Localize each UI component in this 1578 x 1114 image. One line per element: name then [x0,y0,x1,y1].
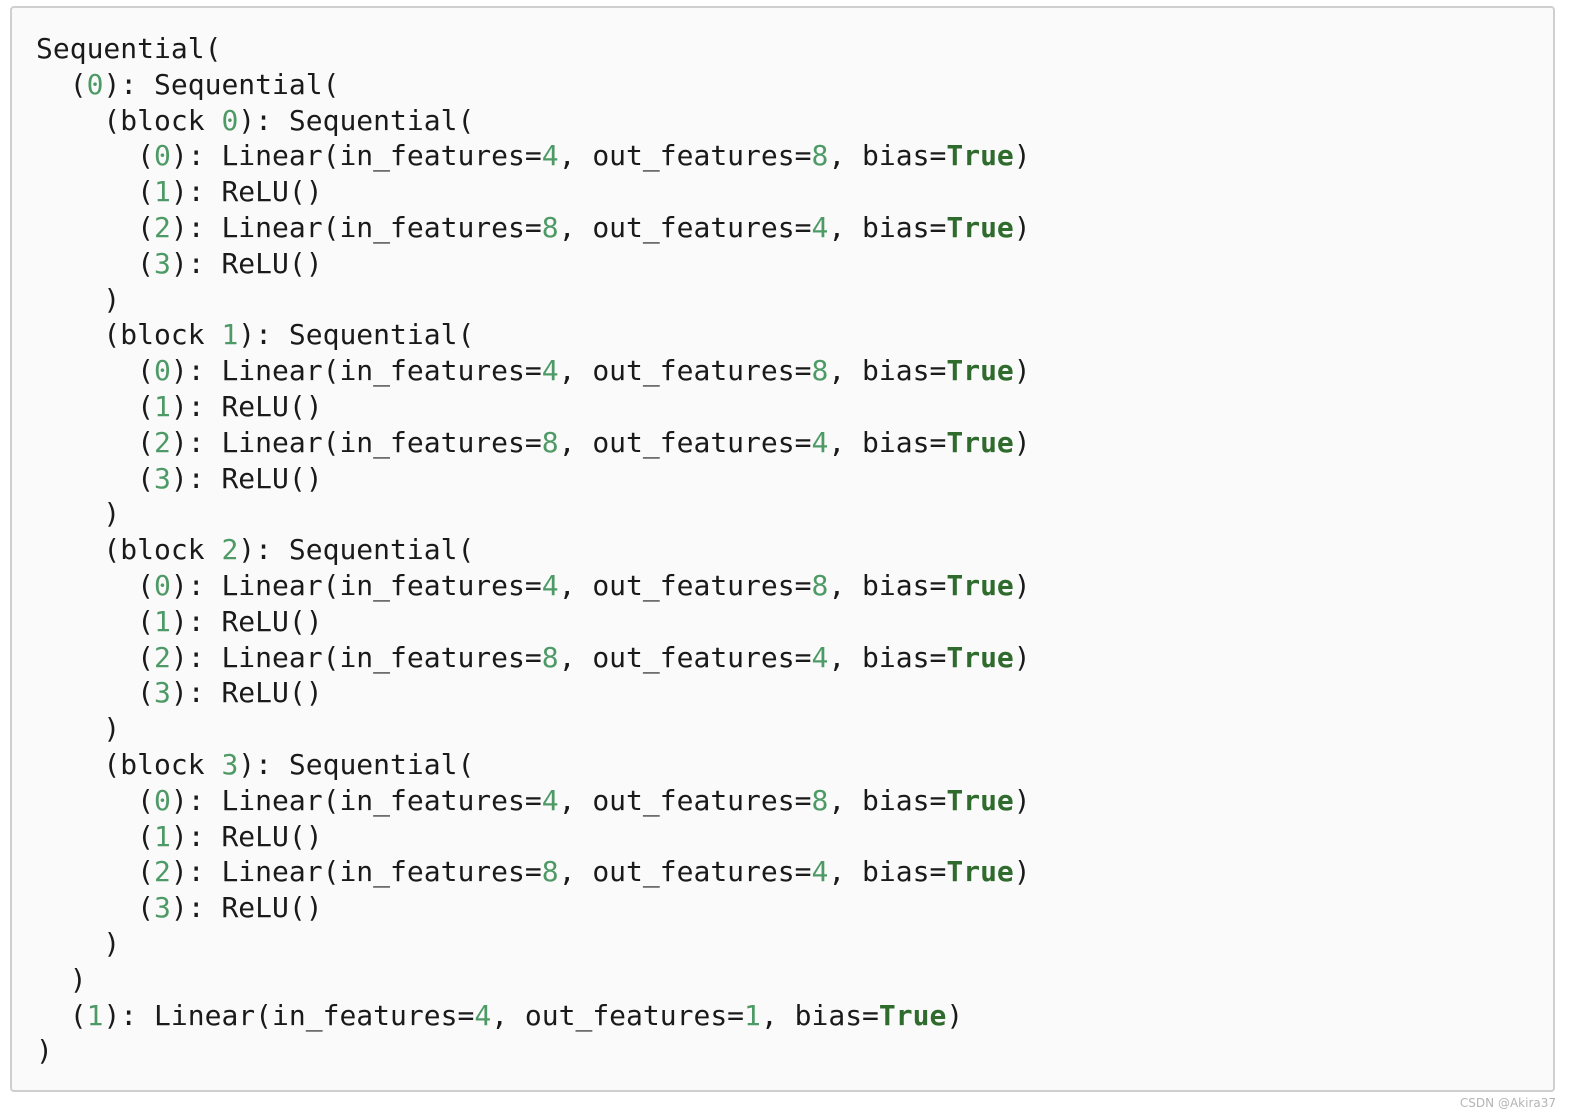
code-line: ) [36,497,121,531]
code-line: (0): Linear(in_features=4, out_features=… [36,568,1031,602]
number-token: 8 [541,425,559,459]
number-token: 4 [541,783,559,817]
code-line: (block 2): Sequential( [36,533,475,567]
number-token: 4 [541,354,559,388]
code-line: (3): ReLU() [36,246,323,280]
number-token: 3 [154,676,171,710]
number-token: 4 [541,568,559,602]
keyword-token: True [946,139,1014,173]
number-token: 0 [154,783,171,817]
code-line: (0): Linear(in_features=4, out_features=… [36,354,1031,388]
keyword-token: True [878,998,947,1032]
code-output-panel: Sequential( (0): Sequential( (block 0): … [10,6,1555,1092]
watermark: CSDN @Akira37 [1459,1096,1556,1110]
number-token: 0 [154,568,171,602]
number-token: 1 [221,318,239,352]
number-token: 1 [154,819,171,853]
code-line: ) [36,282,121,316]
code-line: (1): Linear(in_features=4, out_features=… [36,998,964,1032]
number-token: 8 [811,783,829,817]
number-token: 1 [154,389,171,423]
keyword-token: True [946,783,1014,817]
number-token: 4 [811,855,829,889]
code-line: (1): ReLU() [36,175,323,209]
number-token: 8 [811,354,829,388]
number-token: 2 [154,210,171,244]
code-line: ) [36,926,121,960]
number-token: 8 [811,568,829,602]
code-line: (0): Linear(in_features=4, out_features=… [36,139,1031,173]
code-line: ) [36,1034,53,1068]
code-line: (block 0): Sequential( [36,103,475,137]
number-token: 2 [154,640,171,674]
code-line: (1): ReLU() [36,604,323,638]
number-token: 1 [154,175,171,209]
keyword-token: True [946,354,1014,388]
code-line: (2): Linear(in_features=8, out_features=… [36,640,1031,674]
code-line: (3): ReLU() [36,461,323,495]
code-line: (3): ReLU() [36,676,323,710]
number-token: 2 [154,425,171,459]
number-token: 0 [86,67,104,101]
code-line: (block 3): Sequential( [36,747,475,781]
code-line: (2): Linear(in_features=8, out_features=… [36,855,1031,889]
number-token: 1 [744,998,761,1032]
code-line: (block 1): Sequential( [36,318,475,352]
number-token: 4 [811,640,829,674]
number-token: 3 [221,747,239,781]
keyword-token: True [946,210,1014,244]
keyword-token: True [946,568,1014,602]
code-line: (0): Sequential( [36,67,340,101]
number-token: 8 [541,640,559,674]
number-token: 0 [221,103,239,137]
keyword-token: True [946,425,1014,459]
number-token: 1 [86,998,104,1032]
number-token: 4 [811,425,829,459]
code-line: (3): ReLU() [36,891,323,925]
number-token: 2 [221,533,239,567]
keyword-token: True [946,855,1014,889]
code-line: (2): Linear(in_features=8, out_features=… [36,425,1031,459]
code-line: ) [36,962,87,996]
code-line: (2): Linear(in_features=8, out_features=… [36,210,1031,244]
number-token: 0 [154,354,171,388]
code-line: (1): ReLU() [36,389,323,423]
number-token: 3 [154,461,171,495]
code-line: (1): ReLU() [36,819,323,853]
number-token: 3 [154,246,171,280]
number-token: 8 [541,855,559,889]
number-token: 0 [154,139,171,173]
number-token: 8 [811,139,829,173]
code-line: (0): Linear(in_features=4, out_features=… [36,783,1031,817]
number-token: 2 [154,855,171,889]
number-token: 8 [541,210,559,244]
number-token: 1 [154,604,171,638]
number-token: 4 [541,139,559,173]
model-repr-code: Sequential( (0): Sequential( (block 0): … [36,31,1031,1069]
code-line: Sequential( [36,32,222,65]
code-line: ) [36,712,121,746]
number-token: 4 [474,998,492,1032]
number-token: 4 [811,210,829,244]
number-token: 3 [154,891,171,925]
keyword-token: True [946,640,1014,674]
